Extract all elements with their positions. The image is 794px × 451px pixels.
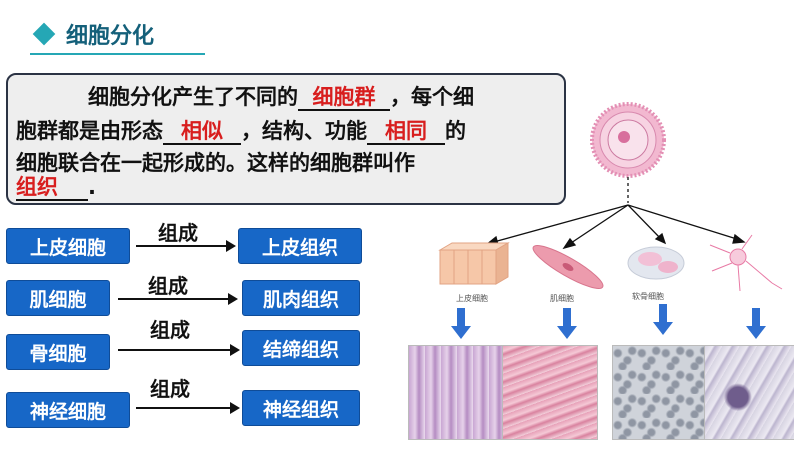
definition-text: 胞群都是由形态 <box>16 119 163 143</box>
answer-text: 相同 <box>385 119 427 143</box>
arrow-right-icon <box>230 402 240 414</box>
diamond-icon <box>32 22 56 46</box>
answer-blank-1: 细胞群 <box>298 85 390 111</box>
answer-text: 组织 <box>16 175 58 199</box>
cell-box-nerve: 神经细胞 <box>6 392 130 428</box>
page-title: 细胞分化 <box>66 24 155 49</box>
arrow-line <box>136 407 230 409</box>
nerve-tissue-micrograph <box>704 345 794 440</box>
muscle-cell-image <box>532 245 604 289</box>
section-title-bar: 细胞分化 <box>30 14 205 55</box>
arrow-line <box>118 298 228 300</box>
title-underline <box>30 53 205 55</box>
definition-text: ，每个细 <box>390 85 474 109</box>
arrow-line <box>136 245 228 247</box>
arrow-right-icon <box>230 344 240 356</box>
verb-label: 组成 <box>148 274 188 298</box>
epithelial-tissue-micrograph <box>408 345 504 440</box>
definition-text: . <box>88 175 96 199</box>
cartilage-cell-image <box>627 246 685 280</box>
answer-text: 相似 <box>181 119 223 143</box>
cell-label: 软骨细胞 <box>632 292 664 301</box>
arrow-line <box>118 349 230 351</box>
muscle-tissue-micrograph <box>502 345 598 440</box>
nerve-cell-image <box>709 234 783 292</box>
arrow-right-icon <box>226 240 236 252</box>
definition-line-4: 组织. <box>16 175 96 201</box>
cell-differentiation-diagram: 上皮细胞 肌细胞 软骨细胞 <box>400 95 794 447</box>
answer-blank-4: 组织 <box>16 175 88 201</box>
tissue-box-connective: 结缔组织 <box>242 330 360 366</box>
definition-line-3: 细胞联合在一起形成的。这样的细胞群叫作 <box>16 151 415 175</box>
definition-text: ，结构、功能 <box>241 119 367 143</box>
epithelial-cell-image <box>438 242 510 285</box>
tissue-box-muscle: 肌肉组织 <box>242 280 360 316</box>
definition-text: 细胞分化产生了不同的 <box>88 85 298 109</box>
cartilage-tissue-micrograph <box>612 345 708 440</box>
down-arrows <box>451 304 766 339</box>
definition-box: 细胞分化产生了不同的细胞群 ，每个细 胞群都是由形态相似 ，结构、功能相同的 细胞联… <box>6 73 566 205</box>
definition-line-1: 细胞分化产生了不同的细胞群 ，每个细 <box>88 81 474 111</box>
definition-line-2: 胞群都是由形态相似 ，结构、功能相同的 <box>16 115 466 145</box>
cell-label: 肌细胞 <box>550 294 574 303</box>
verb-label: 组成 <box>150 377 190 401</box>
answer-blank-2: 相似 <box>163 119 241 145</box>
egg-cell-image <box>590 102 666 178</box>
verb-label: 组成 <box>150 318 190 342</box>
answer-text: 细胞群 <box>312 85 376 109</box>
branch-arrows <box>484 204 746 250</box>
cell-box-bone: 骨细胞 <box>6 334 110 370</box>
verb-label: 组成 <box>158 221 198 245</box>
answer-blank-3: 相同 <box>367 119 445 145</box>
arrow-right-icon <box>228 293 238 305</box>
definition-text: 的 <box>445 119 466 143</box>
cell-box-muscle: 肌细胞 <box>6 280 110 316</box>
cell-box-epithelial: 上皮细胞 <box>6 228 130 264</box>
tissue-box-epithelial: 上皮组织 <box>238 228 362 264</box>
diagram-svg <box>438 102 783 339</box>
cell-label: 上皮细胞 <box>456 294 488 303</box>
tissue-box-nerve: 神经组织 <box>242 390 360 426</box>
